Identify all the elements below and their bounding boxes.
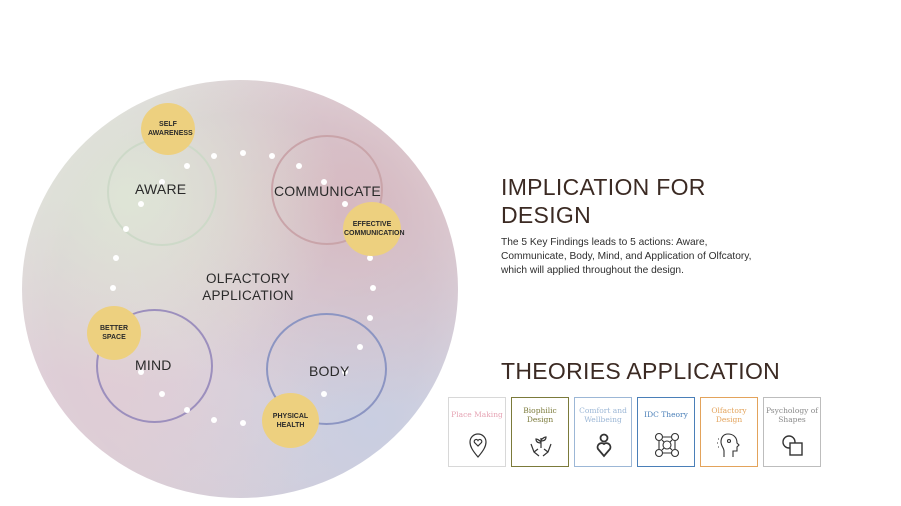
cycle-dot bbox=[110, 285, 116, 291]
ring-label-communicate: COMMUNICATE bbox=[274, 183, 381, 199]
theories-title: THEORIES APPLICATION bbox=[501, 358, 781, 384]
badge-effective-communication: EFFECTIVE COMMUNICATION bbox=[343, 202, 405, 256]
ring-mind bbox=[96, 309, 213, 423]
cycle-dot bbox=[122, 226, 129, 233]
ring-label-aware: AWARE bbox=[135, 181, 187, 197]
cycle-dot bbox=[240, 150, 246, 156]
ring-communicate bbox=[271, 135, 383, 245]
cycle-dot bbox=[366, 254, 373, 261]
cycle-dot bbox=[113, 254, 120, 261]
theory-card-olfactory-design: Olfactory Design bbox=[700, 397, 758, 467]
cycle-dot bbox=[183, 406, 190, 413]
network-icon bbox=[654, 432, 680, 458]
ring-body bbox=[266, 313, 387, 425]
cycle-dot bbox=[268, 153, 275, 160]
theory-card-psychology-of-shapes: Psychology of Shapes bbox=[763, 397, 821, 467]
shapes-icon bbox=[782, 435, 803, 456]
badge-self-awareness: SELF AWARENESS bbox=[141, 103, 195, 155]
cycle-dot bbox=[158, 390, 165, 397]
implication-body: The 5 Key Findings leads to 5 actions: A… bbox=[501, 237, 752, 276]
cycle-dot bbox=[138, 200, 145, 207]
location-heart-icon bbox=[469, 433, 487, 458]
cycle-dot bbox=[341, 369, 348, 376]
implication-title: IMPLICATION FOR DESIGN bbox=[501, 174, 706, 228]
card-title: Biophilic Design bbox=[523, 406, 557, 424]
cycle-dot bbox=[296, 163, 303, 170]
theory-card-biophilic-design: Biophilic Design bbox=[511, 397, 569, 467]
theory-card-comfort-wellbeing: Comfort and Wellbeing bbox=[574, 397, 632, 467]
cycle-dot bbox=[341, 200, 348, 207]
cycle-dot bbox=[240, 420, 246, 426]
cycle-dot bbox=[211, 153, 218, 160]
card-title: Psychology of Shapes bbox=[765, 406, 819, 424]
cycle-dot bbox=[158, 179, 165, 186]
center-label: OLFACTORY APPLICATION bbox=[202, 271, 294, 303]
cycle-dot bbox=[321, 390, 328, 397]
cycle-dot bbox=[366, 315, 373, 322]
card-title: IDC Theory bbox=[644, 410, 688, 419]
ring-label-mind: MIND bbox=[135, 357, 172, 373]
diagram-background-circle bbox=[22, 80, 458, 498]
badge-better-space: BETTER SPACE bbox=[87, 306, 141, 360]
cycle-dot bbox=[357, 343, 364, 350]
smell-head-icon bbox=[717, 433, 740, 457]
badge-label: PHYSICAL HEALTH bbox=[272, 412, 309, 429]
cycle-dot bbox=[321, 179, 328, 186]
badge-label: BETTER SPACE bbox=[100, 325, 128, 341]
hands-plant-icon bbox=[530, 436, 552, 457]
cycle-dot bbox=[211, 416, 218, 423]
card-title: Place Making bbox=[451, 410, 503, 419]
card-title: Olfactory Design bbox=[711, 406, 747, 424]
theory-card-place-making: Place Making bbox=[448, 397, 506, 467]
badge-physical-health: PHYSICAL HEALTH bbox=[262, 393, 319, 448]
badge-label: SELF AWARENESS bbox=[148, 121, 193, 137]
badge-label: EFFECTIVE COMMUNICATION bbox=[344, 221, 405, 237]
cycle-dot bbox=[370, 285, 376, 291]
cycle-dot bbox=[138, 369, 145, 376]
person-heart-icon bbox=[596, 433, 612, 458]
theory-card-idc-theory: IDC Theory bbox=[637, 397, 695, 467]
card-title: Comfort and Wellbeing bbox=[579, 406, 627, 424]
ring-label-body: BODY bbox=[309, 363, 350, 379]
cycle-dot bbox=[183, 163, 190, 170]
